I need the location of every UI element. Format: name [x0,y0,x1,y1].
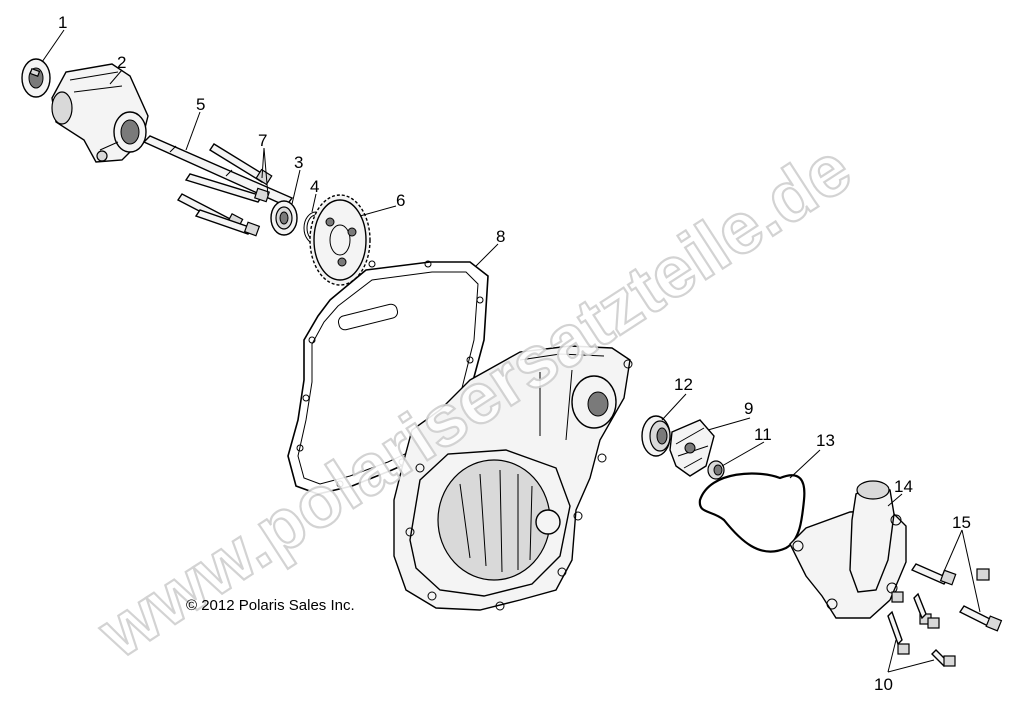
part-6-gear [309,194,371,286]
part-5-shaft [142,135,294,207]
part-8-gasket [287,260,489,495]
part-10-bolts [887,591,956,667]
part-2-pump-housing [51,63,149,163]
callout-8: 8 [496,227,505,246]
part-13-o-ring [698,472,806,553]
leader-lines [41,29,981,673]
part-3-bearing [270,200,298,236]
callout-12: 12 [674,375,693,394]
callout-5: 5 [196,95,205,114]
callout-6: 6 [396,191,405,210]
callout-9: 9 [744,399,753,418]
callout-labels: 1 2 5 7 3 4 6 8 12 9 11 13 14 15 10 [58,13,971,694]
callout-7: 7 [258,131,267,150]
callout-10: 10 [874,675,893,694]
part-9-impeller [669,419,715,477]
callout-14: 14 [894,477,913,496]
crankcase-cover [393,345,633,611]
part-11-nut [707,460,725,480]
part-12-seal [641,415,671,457]
part-14-pump-cover [789,480,907,619]
callout-2: 2 [117,53,126,72]
callout-13: 13 [816,431,835,450]
part-7-bolts [176,143,273,237]
callout-1: 1 [58,13,67,32]
callout-3: 3 [294,153,303,172]
callout-4: 4 [310,177,319,196]
copyright-text: © 2012 Polaris Sales Inc. [186,597,355,614]
part-1-seal [21,58,51,98]
callout-15: 15 [952,513,971,532]
part-15-bolts [910,563,1003,632]
callout-11: 11 [754,425,772,444]
